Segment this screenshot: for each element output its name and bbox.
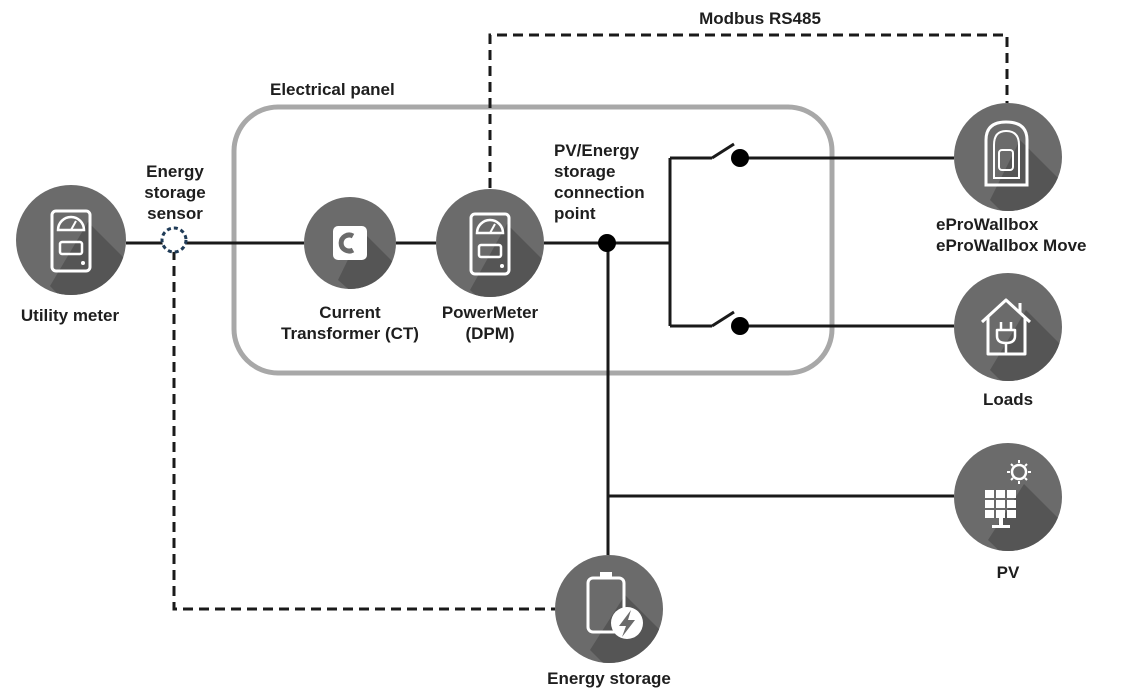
power-meter-node [436,189,544,297]
current-transformer-node [304,197,396,289]
power-meter-label: PowerMeter (DPM) [420,302,560,344]
pv-label: PV [996,563,1020,582]
utility-meter-node [16,185,126,295]
current-transformer-line-1: Current [319,303,381,322]
current-transformer-label: Current Transformer (CT) [260,302,440,344]
modbus-link [488,33,1009,188]
current-transformer-icon [333,226,367,260]
electrical-panel-border [231,104,835,376]
modbus-label: Modbus RS485 [699,9,821,28]
electrical-panel-label: Electrical panel [270,80,395,99]
current-transformer-line-2: Transformer (CT) [281,324,419,343]
connection-point-line-4: point [554,204,596,223]
house-plug-icon [980,298,1032,356]
connection-point-line-1: PV/Energy [554,141,640,160]
energy-storage-sensor-line-1: Energy [146,162,204,181]
connection-point-line-3: connection [554,183,645,202]
sensor-link [172,250,555,611]
loads-label: Loads [982,390,1034,409]
switch-contact-loads [731,317,749,335]
wallbox-line-1: eProWallbox [936,215,1039,234]
battery-bolt-icon [586,572,643,639]
switch-contact-wallbox [731,149,749,167]
wallbox-label: eProWallbox eProWallbox Move [936,214,1087,256]
power-meter-line-2: (DPM) [465,324,515,343]
meter-icon [469,212,511,276]
pv-node [954,443,1062,551]
energy-storage-sensor-label: Energy storage sensor [120,161,230,224]
energy-storage-sensor-icon [160,226,188,254]
solar-panel-icon [985,460,1031,528]
wallbox-line-2: eProWallbox Move [936,236,1087,255]
utility-meter-label: Utility meter [20,306,120,325]
connection-point-line-2: storage [554,162,616,181]
connection-point-label: PV/Energy storage connection point [554,140,645,224]
wallbox-node [954,103,1062,211]
energy-storage-sensor-line-2: storage [144,183,206,202]
meter-icon [50,209,92,273]
energy-storage-label: Energy storage [547,669,671,688]
power-meter-line-1: PowerMeter [441,303,539,322]
energy-storage-sensor-line-3: sensor [147,204,203,223]
loads-node [954,273,1062,381]
connection-point-dot [598,234,616,252]
energy-storage-node [555,555,663,663]
ev-charger-icon [984,120,1029,187]
